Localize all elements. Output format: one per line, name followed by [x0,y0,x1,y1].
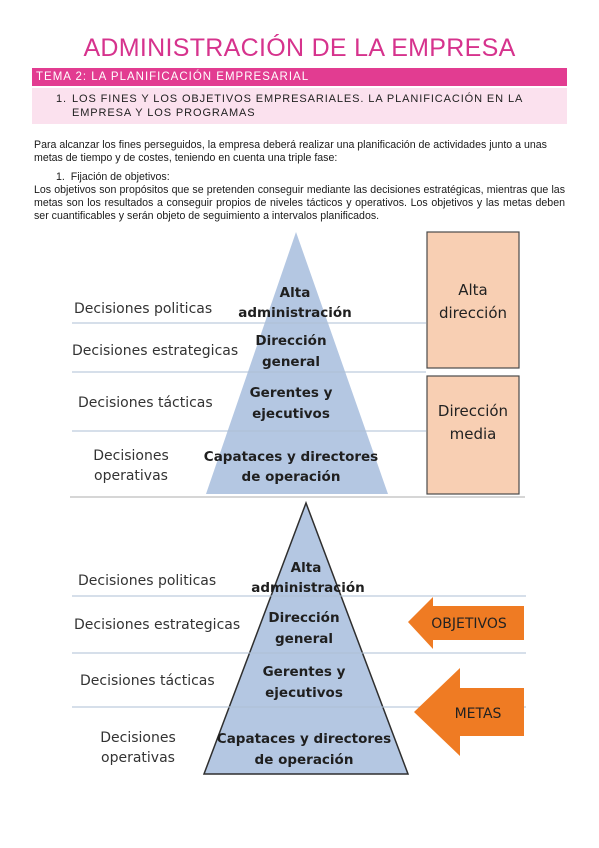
box-alta-direccion-label: dirección [439,304,507,322]
arrow-objetivos [408,597,524,649]
level-direccion-general: general [275,631,333,647]
list-item: 1. Fijación de objetivos: [56,171,170,183]
level-alta-administracion: Alta [291,560,322,576]
arrow-metas [414,668,524,756]
pyramid-2 [202,500,410,775]
diagram-2: Decisiones politicas Decisiones estrateg… [72,500,526,775]
label-decisiones-estrategicas: Decisiones estrategicas [74,617,240,633]
level-alta-administracion: Alta [280,285,311,301]
level-capataces: Capataces y directores [204,449,378,465]
box-direccion-media [426,375,520,495]
section-heading-box: 1. LOS FINES Y LOS OBJETIVOS EMPRESARIAL… [32,88,567,124]
section-title: LOS FINES Y LOS OBJETIVOS EMPRESARIALES.… [72,93,523,119]
box-alta-direccion [426,231,520,369]
document-title: ADMINISTRACIÓN DE LA EMPRESA [83,34,516,62]
section-number: 1. [56,93,67,105]
arrow-objetivos-label: OBJETIVOS [431,616,507,632]
level-capataces: Capataces y directores [217,731,391,747]
topic-bar: TEMA 2: LA PLANIFICACIÓN EMPRESARIAL [32,68,567,86]
body-paragraph: Los objetivos son propósitos que se pret… [34,184,565,222]
label-decisiones-operativas: Decisiones [100,730,176,746]
level-gerentes-ejecutivos: ejecutivos [252,406,330,422]
pyramid-1 [206,232,388,494]
diagram-1: Decisiones politicas Decisiones estrateg… [72,231,520,495]
level-gerentes-ejecutivos: Gerentes y [263,664,346,680]
box-direccion-media-label: Dirección [438,402,508,420]
label-decisiones-politicas: Decisiones politicas [74,301,212,317]
level-direccion-general: Dirección [255,333,326,349]
level-gerentes-ejecutivos: ejecutivos [265,685,343,701]
level-direccion-general: Dirección [268,610,339,626]
label-decisiones-operativas: Decisiones [93,448,169,464]
arrow-metas-label: METAS [455,706,502,722]
level-direccion-general: general [262,354,320,370]
level-alta-administracion: administración [251,580,364,596]
label-decisiones-operativas: operativas [94,468,168,484]
label-decisiones-tacticas: Decisiones tácticas [78,395,213,411]
intro-paragraph: Para alcanzar los fines perseguidos, la … [34,139,547,164]
label-decisiones-operativas: operativas [101,750,175,766]
level-capataces: de operación [242,469,341,485]
level-capataces: de operación [255,752,354,768]
label-decisiones-politicas: Decisiones politicas [78,573,216,589]
label-decisiones-tacticas: Decisiones tácticas [80,673,215,689]
label-decisiones-estrategicas: Decisiones estrategicas [72,343,238,359]
box-direccion-media-label: media [450,425,497,443]
level-alta-administracion: administración [238,305,351,321]
level-gerentes-ejecutivos: Gerentes y [250,385,333,401]
box-alta-direccion-label: Alta [458,281,488,299]
